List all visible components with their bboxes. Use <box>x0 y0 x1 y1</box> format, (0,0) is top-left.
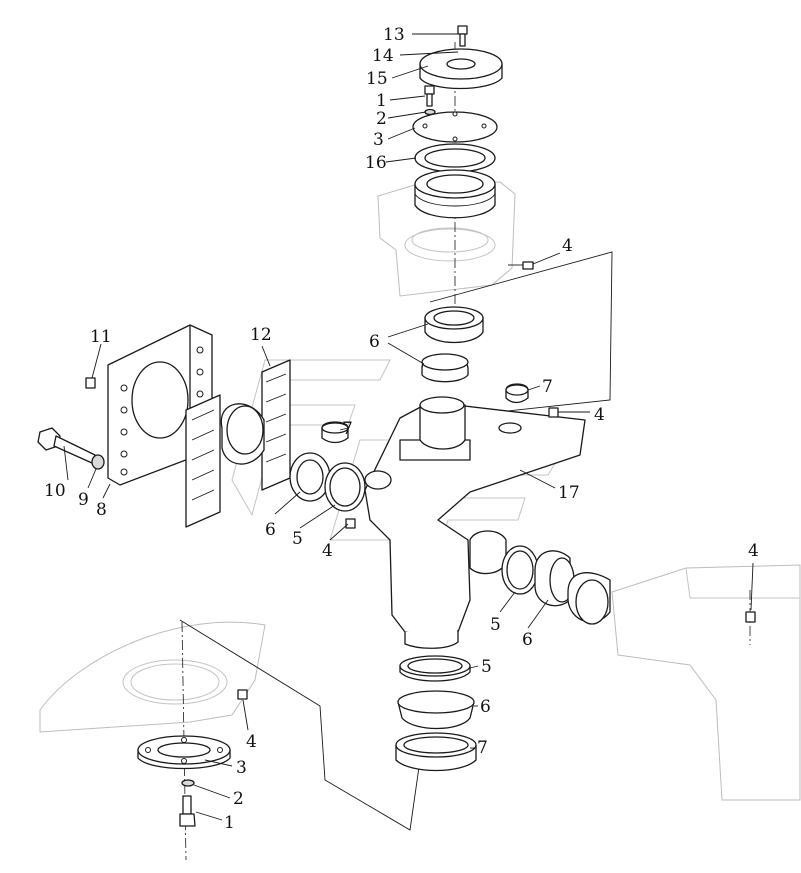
grease-nipple-icon <box>237 689 248 700</box>
seal-ring-icon <box>399 655 471 682</box>
bottom-flange <box>137 735 231 770</box>
shim-pack-inner <box>261 359 291 491</box>
upper-bearing <box>421 306 484 383</box>
callout-1-bottom: 1 <box>224 813 235 833</box>
callout-9: 9 <box>78 490 89 510</box>
hex-bolt-icon <box>179 795 196 827</box>
callout-6-low: 6 <box>480 697 491 717</box>
callout-6-side: 6 <box>522 630 533 650</box>
bearing-cup-icon <box>397 690 475 730</box>
callout-5-mid: 5 <box>292 529 303 549</box>
bearing-cup-icon <box>289 452 331 502</box>
callout-12: 12 <box>250 325 272 345</box>
top-cover-assembly <box>412 25 534 270</box>
callout-5-low: 5 <box>481 657 492 677</box>
hex-bolt-icon <box>37 427 96 464</box>
grease-nipple-icon <box>85 377 96 389</box>
hex-bolt-icon <box>457 25 468 47</box>
callout-4-right: 4 <box>594 405 605 425</box>
callout-4-mid: 4 <box>322 541 333 561</box>
seal-ring-icon <box>567 572 611 625</box>
shim-pack-outer <box>185 394 221 528</box>
steering-knuckle-body <box>364 396 586 649</box>
callout-6-top: 6 <box>369 332 380 352</box>
ghost-frame-right <box>611 564 801 801</box>
shim-plate <box>412 111 498 143</box>
callout-4-bottom: 4 <box>246 732 257 752</box>
grease-nipple-icon <box>508 261 534 270</box>
callout-3-top: 3 <box>373 130 384 150</box>
callout-1-top: 1 <box>376 91 387 111</box>
washer-icon <box>91 454 105 470</box>
callout-6-mid: 6 <box>265 520 276 540</box>
grease-nipple-icon <box>548 407 559 418</box>
callout-8: 8 <box>96 500 107 520</box>
callout-14: 14 <box>372 46 394 66</box>
grease-nipple-icon <box>345 518 356 529</box>
end-cap <box>419 48 503 90</box>
callout-7-right: 7 <box>542 377 553 397</box>
callout-13: 13 <box>383 25 405 45</box>
callout-7-low: 7 <box>477 738 488 758</box>
callout-4-top: 4 <box>562 236 573 256</box>
callout-17: 17 <box>558 483 580 503</box>
grease-nipple-icon <box>745 611 756 623</box>
callout-3-bottom: 3 <box>236 758 247 778</box>
seal-ring-icon <box>395 732 477 772</box>
washer-icon <box>505 383 529 404</box>
callout-11: 11 <box>90 327 112 347</box>
flange-stack <box>414 169 496 219</box>
washer-icon <box>181 779 195 787</box>
callout-5-side: 5 <box>490 615 501 635</box>
leader-lines <box>63 33 754 821</box>
callout-7-mid: 7 <box>342 419 353 439</box>
callout-10: 10 <box>44 481 66 501</box>
gasket-ring <box>414 143 496 173</box>
seal-ring-icon <box>501 545 539 595</box>
washer-icon <box>321 421 349 444</box>
callout-16: 16 <box>365 153 387 173</box>
seal-ring-icon <box>324 462 366 512</box>
ghost-frame-bottom-left <box>39 621 266 733</box>
seal-ring-icon <box>220 403 265 465</box>
hex-bolt-icon <box>424 85 435 107</box>
callout-15: 15 <box>366 69 388 89</box>
callout-labels: 13 14 15 1 2 3 16 4 6 11 12 10 9 8 7 6 5… <box>44 25 759 833</box>
callout-2-bottom: 2 <box>233 789 244 809</box>
callout-4-far: 4 <box>748 541 759 561</box>
callout-2-top: 2 <box>376 109 387 129</box>
